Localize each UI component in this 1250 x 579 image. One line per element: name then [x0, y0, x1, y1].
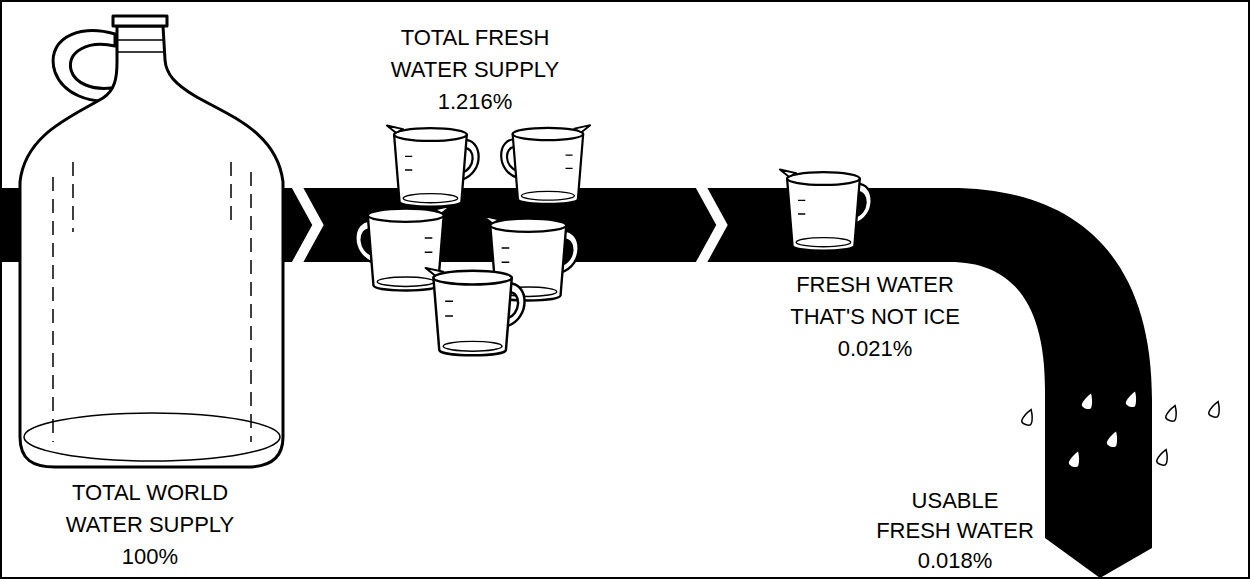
stage-heading: USABLE FRESH WATER	[873, 486, 1037, 546]
percentage-value: 100%	[55, 541, 245, 573]
flow-connector-group	[980, 225, 1096, 505]
water-drop	[1068, 450, 1083, 468]
water-drop	[1106, 430, 1121, 448]
measuring-cup	[387, 126, 479, 207]
stage-node: USABLE FRESH WATER0.018%	[873, 486, 1073, 579]
flow-connector-group	[290, 185, 340, 265]
jug-reflection	[53, 162, 251, 442]
jug-handle	[53, 30, 115, 100]
flow-band	[610, 195, 770, 255]
jug-bottom	[24, 413, 280, 461]
stage-heading: TOTAL FRESH WATER SUPPLY	[380, 22, 570, 86]
jug-body	[20, 26, 283, 467]
stage-heading: FRESH WATER THAT'S NOT ICE	[780, 269, 970, 333]
water-drops	[1021, 390, 1223, 468]
measuring-cup	[355, 206, 451, 291]
water-drop	[1165, 404, 1180, 422]
jug-lip	[113, 16, 167, 26]
measuring-cup	[355, 206, 451, 291]
chevron-arrowhead	[700, 185, 722, 265]
stage-node: TOTAL FRESH WATER SUPPLY1.216%	[340, 22, 610, 360]
water-drop	[1156, 448, 1171, 466]
percentage-value: 1.216%	[380, 86, 570, 118]
percentage-value: 0.021%	[780, 333, 970, 365]
water-drop	[1208, 400, 1223, 418]
water-drop	[1125, 390, 1140, 408]
measuring-cup	[501, 125, 590, 204]
water-drop	[1021, 408, 1036, 426]
stage-node: FRESH WATER THAT'S NOT ICE0.021%	[770, 160, 980, 365]
flow-connector-group	[610, 185, 770, 265]
chevron-arrowhead	[296, 185, 318, 265]
stage-node: TOTAL WORLD WATER SUPPLY100%	[10, 10, 290, 573]
water-drop	[1081, 392, 1096, 410]
measuring-cups	[355, 125, 590, 355]
jug-neck-ring	[117, 40, 164, 52]
measuring-cup	[501, 125, 590, 204]
single-cup	[780, 170, 872, 251]
water-jug	[20, 16, 283, 467]
stage-heading: TOTAL WORLD WATER SUPPLY	[55, 477, 245, 541]
flow-band	[980, 225, 1096, 505]
percentage-value: 0.018%	[873, 546, 1037, 576]
water-band	[0, 188, 1152, 578]
measuring-cup	[426, 268, 525, 355]
measuring-cup	[483, 216, 579, 301]
